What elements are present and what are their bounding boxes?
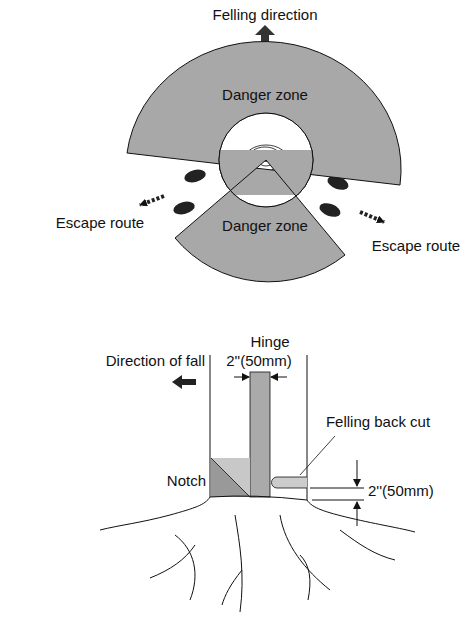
leader-line [300, 436, 335, 475]
trunk-section [210, 355, 307, 500]
hinge [250, 372, 270, 497]
dimension-label: 2''(50mm) [226, 352, 292, 369]
direction-label: Felling direction [212, 6, 317, 23]
direction-label: Direction of fall [106, 352, 205, 369]
danger-zone: Danger zone [118, 25, 408, 195]
part-label: Hinge [250, 333, 289, 350]
zone-outline [127, 42, 401, 195]
notch [211, 458, 250, 497]
zone-shape [118, 25, 408, 195]
dimension-label: 2''(50mm) [368, 482, 434, 499]
back-cut [272, 477, 308, 488]
danger-zone: Danger zone [160, 150, 360, 290]
stump-roots [100, 496, 415, 612]
route-label: Escape route [372, 237, 460, 254]
part-label: Felling back cut [326, 413, 430, 430]
zone-label: Danger zone [222, 86, 308, 103]
hinge-dimension [234, 377, 287, 378]
part-label: Notch [167, 472, 206, 489]
route-label: Escape route [56, 214, 144, 231]
zone-label: Danger zone [222, 217, 308, 234]
zone-outline [175, 150, 345, 282]
cut-dimension [310, 460, 364, 526]
fall-arrow [172, 375, 196, 389]
